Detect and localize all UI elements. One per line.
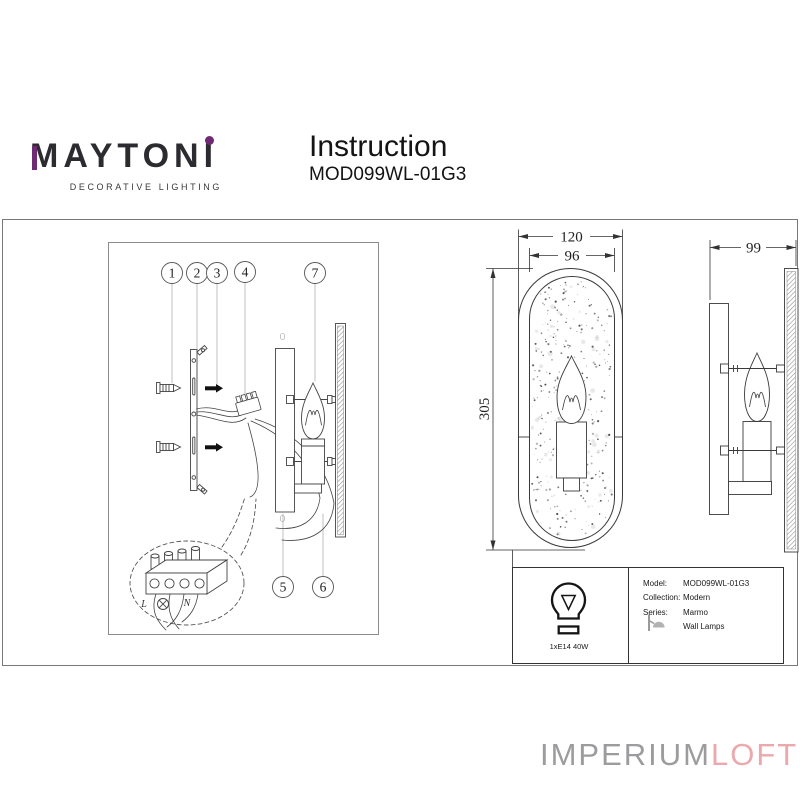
- brand-tagline: DECORATIVE LIGHTING: [69, 182, 222, 192]
- spec-label: [643, 620, 683, 634]
- wall-anchor: [156, 382, 182, 394]
- terminal-detail-balloon: L N: [129, 496, 257, 631]
- candle-bulb-assembly: [294, 381, 325, 494]
- wall-panel-side: [784, 268, 799, 553]
- model-number: MOD099WL-01G3: [309, 164, 467, 185]
- marble-panel-assembly: [335, 323, 346, 538]
- terminal-block: [144, 546, 229, 595]
- wall-lamp-icon: [648, 614, 665, 631]
- wire-connector: [235, 390, 262, 416]
- dim-305-value: 305: [477, 398, 493, 421]
- dim-99-value: 99: [746, 241, 761, 257]
- spec-label: Collection:: [643, 593, 681, 603]
- callout-6-number: 6: [320, 580, 327, 595]
- lamp-front: [518, 268, 623, 548]
- dim-305: [486, 268, 585, 551]
- callout-4-number: 4: [242, 265, 249, 280]
- spec-box: [512, 550, 784, 664]
- callout-1-number: 1: [169, 266, 176, 281]
- front-view: 120 96 305: [477, 229, 623, 551]
- brand-dot-icon: [205, 136, 214, 145]
- callout-4: [234, 261, 256, 283]
- lamp-side: [709, 268, 799, 553]
- dim-96: [529, 248, 615, 272]
- terminal-label-live: L: [140, 599, 147, 610]
- callout-5: [272, 576, 294, 598]
- spec-row-collection: Collection: Modern: [643, 591, 781, 605]
- spec-row-model: Model: MOD099WL-01G3: [643, 577, 781, 591]
- callout-5-number: 5: [280, 580, 287, 595]
- mounting-bracket: [190, 344, 208, 495]
- earth-symbol-icon: [157, 598, 169, 610]
- side-view: 99: [709, 240, 799, 553]
- footer-brand-gray: IMPERIUM: [540, 737, 711, 772]
- terminal-label-neutral: N: [183, 598, 192, 609]
- candle-bulb-front: [556, 354, 587, 492]
- brand-logo: MAYTONI: [30, 137, 219, 175]
- lamp-stem: [275, 333, 295, 522]
- bracket-arm-side: [728, 481, 772, 495]
- candle-bulb-side: [742, 351, 772, 482]
- brand-accent-bar: [31, 146, 37, 170]
- spec-value: Wall Lamps: [683, 622, 725, 632]
- bulb-icon: [550, 582, 587, 635]
- dim-96-value: 96: [565, 249, 581, 265]
- screw-arrow: [205, 384, 223, 393]
- terminal-wires: [153, 593, 199, 631]
- spec-label: Series:: [643, 607, 668, 617]
- leader-lines: [171, 282, 324, 577]
- spec-table: Model: MOD099WL-01G3 Collection: Modern …: [643, 577, 781, 635]
- callout-7: [304, 262, 326, 284]
- dim-99: [709, 240, 797, 300]
- spec-row-series: Series: Marmo: [643, 606, 781, 620]
- spec-value: Modern: [683, 593, 711, 603]
- spec-label: Model:: [643, 579, 668, 588]
- bolt-side: [720, 363, 785, 374]
- spec-row-category: Wall Lamps: [643, 620, 781, 634]
- bulb-spec-label: 1xE14 40W: [549, 642, 589, 651]
- callout-6: [312, 576, 334, 598]
- callout-7-number: 7: [312, 266, 319, 281]
- dim-120-value: 120: [560, 230, 583, 246]
- assembly-diagram: 1 2 3 4 7 5 6: [108, 242, 379, 635]
- front-plate-side: [709, 303, 729, 515]
- callout-2-number: 2: [194, 266, 201, 281]
- dim-120: [518, 229, 623, 322]
- callout-3-number: 3: [214, 266, 221, 281]
- page-title: Instruction: [309, 130, 448, 163]
- callout-1: [161, 262, 183, 284]
- spec-value: Marmo: [683, 607, 708, 617]
- footer-brand-pink: LOFT: [711, 737, 799, 772]
- spec-value: MOD099WL-01G3: [683, 579, 750, 588]
- imperiumloft-logo: IMPERIUMLOFT: [540, 739, 798, 770]
- callout-3: [206, 262, 228, 284]
